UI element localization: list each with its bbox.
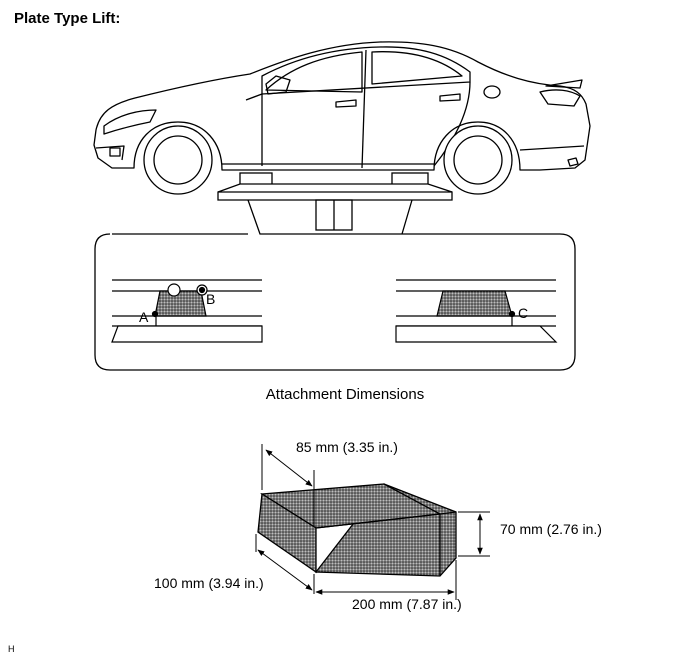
attachment-dimensions-title: Attachment Dimensions <box>265 386 425 403</box>
front-rim <box>153 135 203 185</box>
figure-code: H <box>8 644 15 654</box>
dim-depth-label: 100 mm (3.94 in.) <box>154 575 264 591</box>
car-rear-window <box>371 51 463 85</box>
dimension-lines <box>255 444 490 600</box>
car-handle-front <box>335 99 357 108</box>
car-exhaust <box>567 157 579 167</box>
page-title: Plate Type Lift: <box>14 10 121 27</box>
point-b <box>198 286 206 294</box>
dim-85-arrow <box>265 449 313 487</box>
detail-callout <box>94 199 576 371</box>
car-window-line <box>261 46 471 95</box>
car-spoiler <box>545 79 583 89</box>
dim-length-label: 200 mm (7.87 in.) <box>352 596 462 612</box>
car-b-pillar <box>361 49 367 169</box>
rear-rim <box>453 135 503 185</box>
car-fuel-cap <box>483 85 501 99</box>
car-front-bumper <box>95 145 125 161</box>
car-front-window <box>265 51 363 93</box>
car-handle-rear <box>439 93 461 102</box>
label-b: B <box>206 291 215 307</box>
car-rear-door <box>433 81 471 167</box>
detail-left <box>111 279 263 343</box>
dim-100-arrow <box>257 549 313 591</box>
dim-width-label: 85 mm (3.35 in.) <box>296 439 398 455</box>
car-rear-bumper <box>519 145 585 151</box>
lift-platform <box>217 172 453 231</box>
car-illustration <box>93 41 591 171</box>
car-wheels <box>143 125 513 195</box>
car-taillight <box>539 89 581 107</box>
attachment-block <box>257 483 457 577</box>
label-c: C <box>518 305 528 321</box>
mark-top-open <box>167 283 181 297</box>
detail-right <box>395 279 558 343</box>
car-front-door <box>245 93 263 166</box>
label-a: A <box>139 309 149 325</box>
dim-height-label: 70 mm (2.76 in.) <box>500 521 602 537</box>
car-headlight <box>103 109 157 135</box>
point-a <box>151 310 159 318</box>
car-foglight <box>109 147 121 157</box>
car-mirror <box>265 75 291 95</box>
point-c <box>508 310 516 318</box>
car-body <box>93 41 591 171</box>
